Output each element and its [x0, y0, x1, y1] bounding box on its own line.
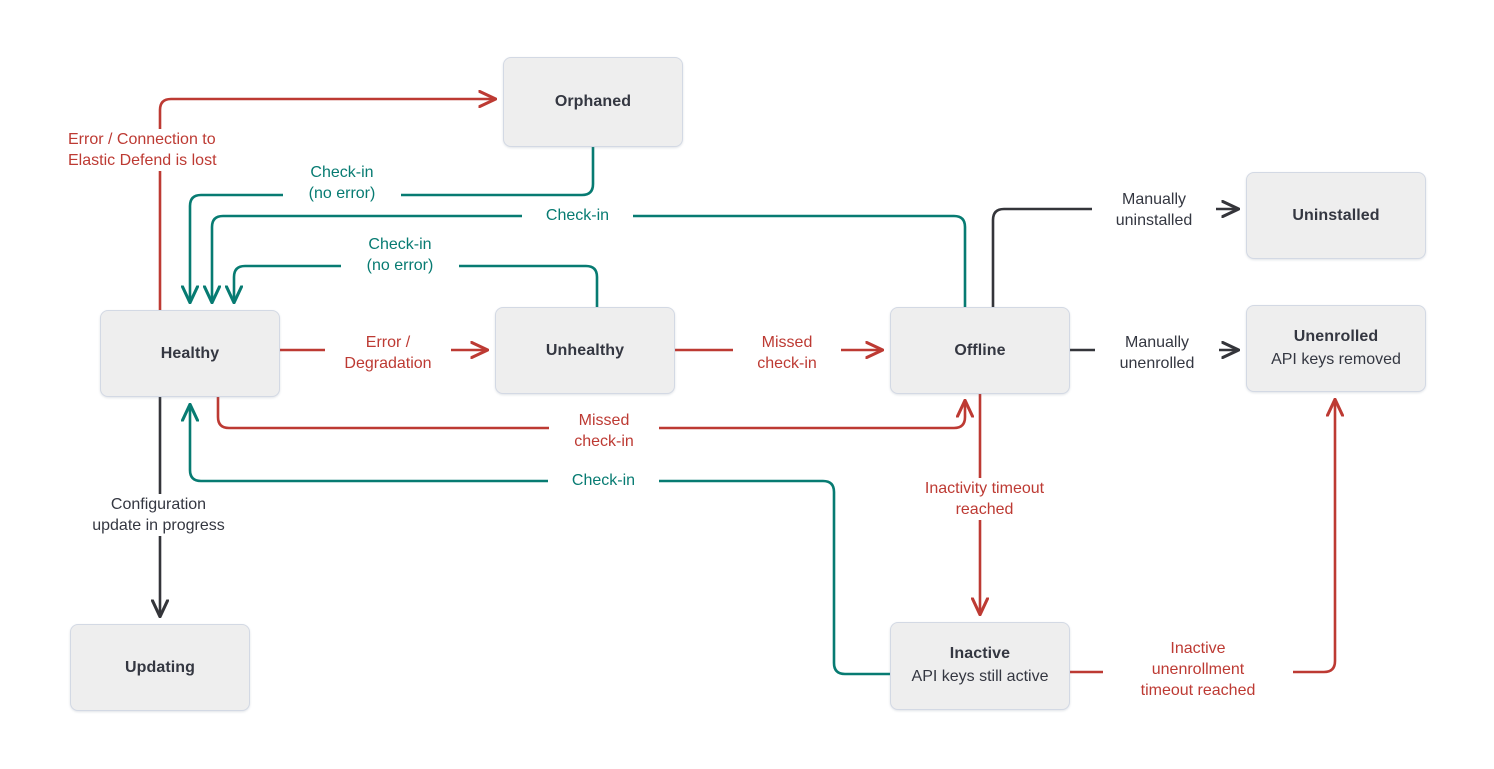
node-offline-title: Offline	[954, 341, 1006, 359]
wire-inactive-to-unenrolled	[1070, 400, 1335, 674]
wire-healthy-to-orphaned	[158, 99, 495, 310]
node-updating[interactable]: Updating	[70, 624, 250, 711]
node-unenrolled-title: Unenrolled	[1293, 327, 1379, 345]
node-updating-title: Updating	[124, 658, 196, 676]
node-inactive-title: Inactive	[949, 645, 1011, 663]
wire-inactive-to-healthy	[190, 405, 890, 676]
edge-label-offline-to-unenrolled: Manually unenrolled	[1095, 332, 1219, 374]
edge-label-orphaned-to-healthy: Check-in (no error)	[283, 162, 401, 204]
edge-label-offline-to-healthy: Check-in	[522, 205, 633, 226]
edge-label-healthy-to-unhealthy: Error / Degradation	[325, 332, 451, 374]
edge-label-unhealthy-to-healthy: Check-in (no error)	[341, 234, 459, 276]
wire-offline-to-uninstalled	[991, 209, 1238, 307]
edge-label-offline-to-uninstalled: Manually uninstalled	[1092, 189, 1216, 231]
node-healthy-title: Healthy	[160, 344, 220, 362]
node-unenrolled[interactable]: Unenrolled API keys removed	[1246, 305, 1426, 392]
node-unenrolled-subtitle: API keys removed	[1271, 350, 1401, 368]
wire-offline-to-healthy	[212, 214, 967, 307]
node-unhealthy-title: Unhealthy	[545, 341, 625, 359]
node-inactive-subtitle: API keys still active	[911, 668, 1049, 686]
edge-label-inactive-to-healthy: Check-in	[548, 470, 659, 491]
edge-label-inactive-to-unenrolled: Inactive unenrollment timeout reached	[1103, 638, 1293, 701]
node-orphaned[interactable]: Orphaned	[503, 57, 683, 147]
node-healthy[interactable]: Healthy	[100, 310, 280, 397]
edge-label-healthy-to-orphaned: Error / Connection to Elastic Defend is …	[64, 129, 257, 171]
node-offline[interactable]: Offline	[890, 307, 1070, 394]
node-uninstalled[interactable]: Uninstalled	[1246, 172, 1426, 259]
edge-label-healthy-to-offline: Missed check-in	[549, 410, 659, 452]
node-unhealthy[interactable]: Unhealthy	[495, 307, 675, 394]
edge-label-healthy-to-updating: Configuration update in progress	[62, 494, 255, 536]
node-uninstalled-title: Uninstalled	[1292, 206, 1380, 224]
node-orphaned-title: Orphaned	[554, 93, 632, 110]
edge-label-offline-to-inactive: Inactivity timeout reached	[893, 478, 1076, 520]
edge-label-unhealthy-to-offline: Missed check-in	[733, 332, 841, 374]
node-inactive[interactable]: Inactive API keys still active	[890, 622, 1070, 710]
